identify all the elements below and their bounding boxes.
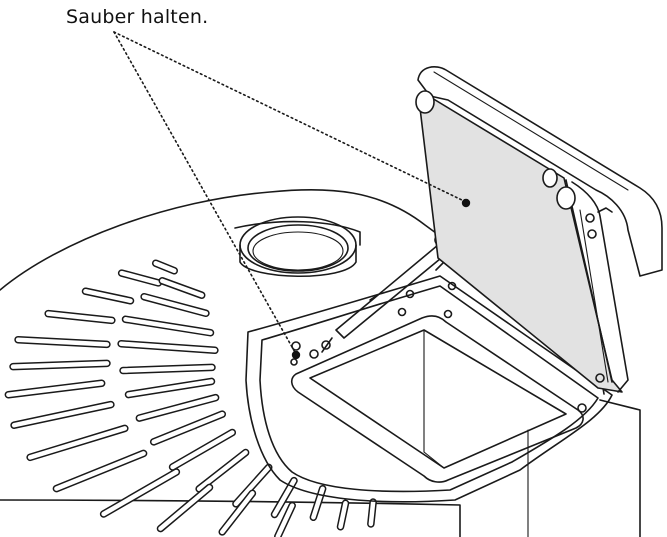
stove-top-inner-edge	[234, 220, 361, 246]
callout-label: Sauber halten.	[66, 6, 209, 28]
rim-bolts	[290, 281, 587, 413]
stove-top-outline	[0, 188, 441, 291]
hopper-lid	[415, 66, 663, 393]
leader-dot-rim	[291, 350, 301, 360]
hopper-opening	[290, 315, 584, 483]
vent-slots	[4, 259, 377, 537]
leader-dot-lid	[461, 198, 471, 208]
stove-right-side	[599, 399, 641, 537]
callout-leaders	[113, 31, 471, 360]
flue-ring	[239, 216, 357, 278]
leader-line-to-rim	[113, 31, 297, 355]
hopper-surround	[245, 275, 613, 503]
leader-line-to-lid	[113, 31, 467, 203]
